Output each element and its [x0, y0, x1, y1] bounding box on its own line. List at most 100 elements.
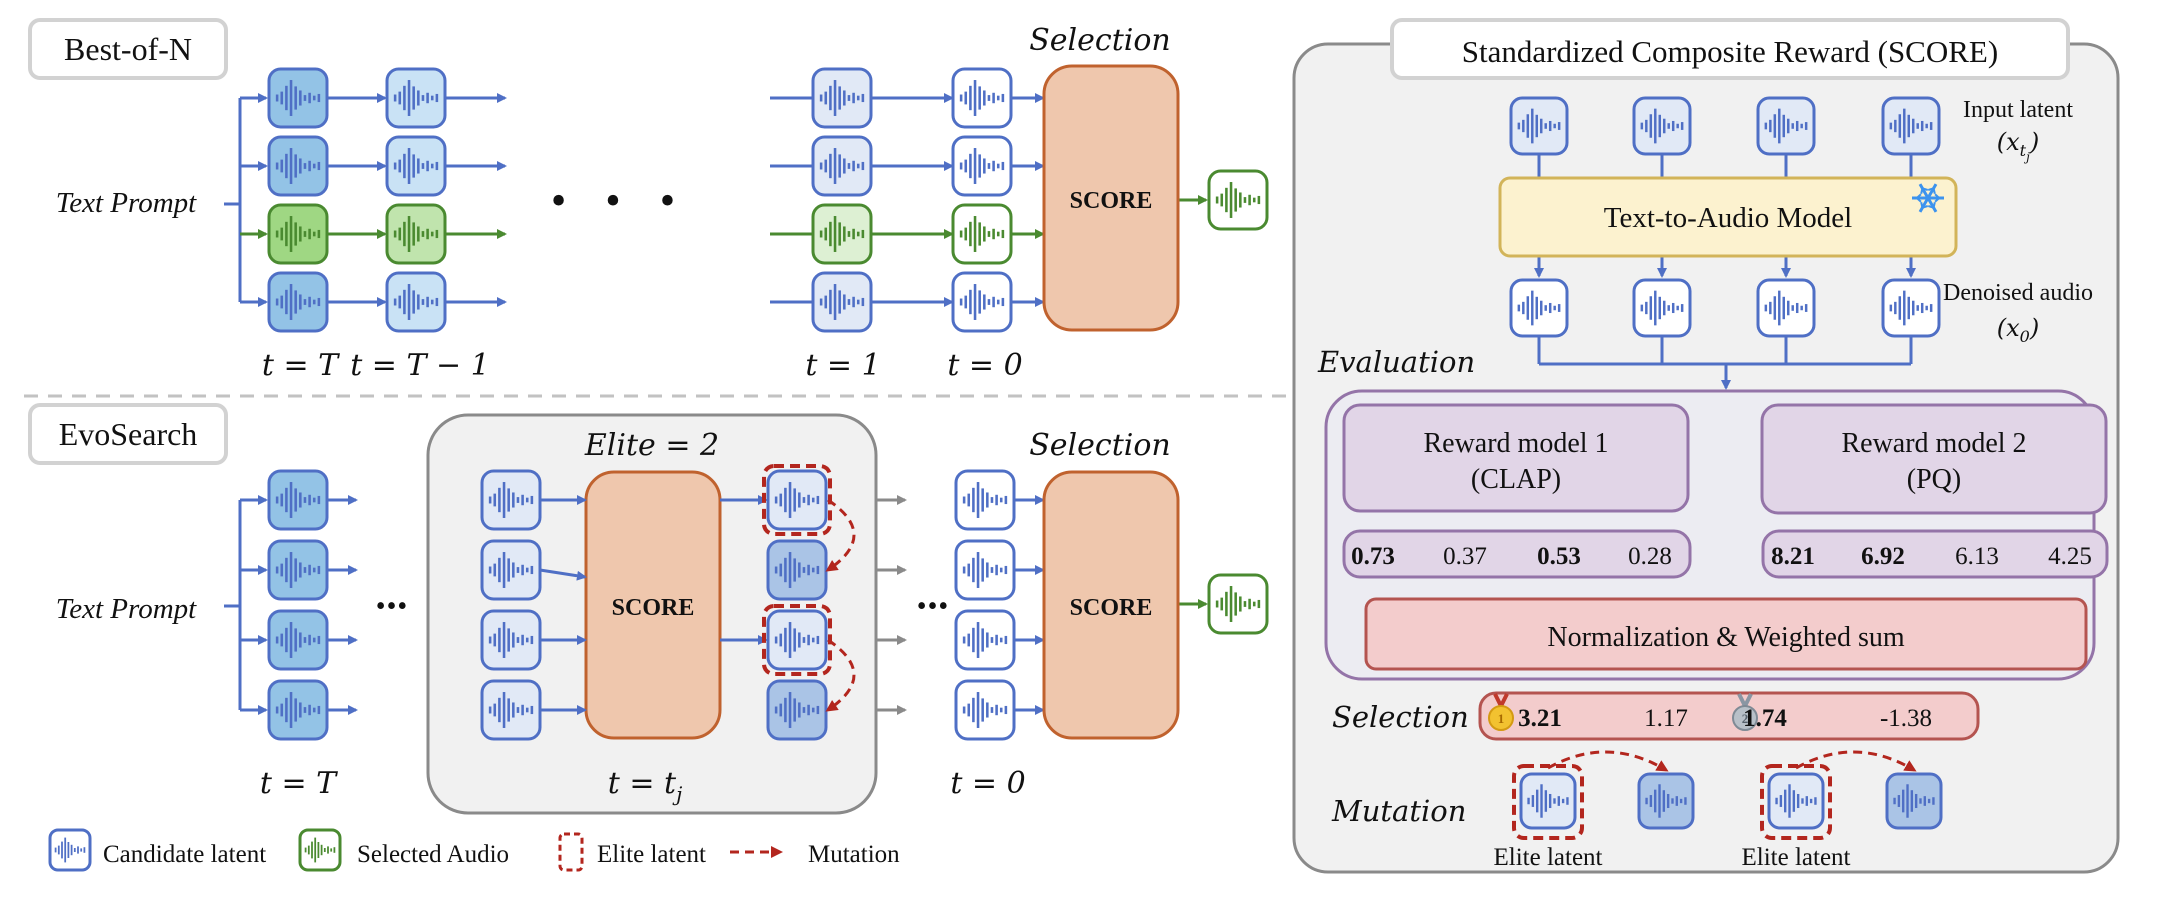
reward-model-1-name: Reward model 1: [1423, 428, 1608, 459]
candidate-latent-icon: [267, 67, 329, 129]
best-of-n-section: Best-of-N Text Prompt • • • Selection SC…: [28, 18, 1269, 383]
mutated-latent-icon: [766, 539, 828, 601]
elite-latent-marker: [1512, 764, 1584, 840]
candidate-latent-icon: [267, 469, 329, 531]
mutation-label: Mutation: [1331, 794, 1466, 828]
best-of-n-title: Best-of-N: [64, 31, 192, 67]
legend-mutation-label: Mutation: [808, 841, 900, 868]
mutated-latent-icon: [766, 679, 828, 741]
input-latent-label: Input latent: [1963, 97, 2073, 123]
evo-final-score-block: [1042, 470, 1180, 740]
evo-connection-lines: [224, 495, 1208, 715]
bon-timestep-1: t = 1: [805, 348, 880, 383]
selected-audio-icon: [951, 203, 1013, 265]
reward-score-value: 4.25: [2048, 543, 2092, 570]
evosearch-title: EvoSearch: [59, 416, 198, 452]
evo-timestep-0: t = 0: [950, 766, 1025, 801]
candidate-latent-icon: [385, 271, 447, 333]
candidate-latent-icon: [385, 135, 447, 197]
text-to-audio-model-label: Text-to-Audio Model: [1604, 202, 1852, 234]
elite-latent-marker: [1760, 764, 1832, 840]
candidate-audio-icon: [951, 67, 1013, 129]
evo-ellipsis-2: •••: [917, 591, 949, 622]
mutation-arrow: [1547, 750, 1669, 772]
composite-score-value: 1.74: [1743, 705, 1787, 732]
legend-elite-label: Elite latent: [597, 841, 706, 868]
bon-text-prompt: Text Prompt: [56, 187, 197, 219]
candidate-audio-icon: [954, 539, 1016, 601]
reward-score-value: 0.53: [1537, 543, 1581, 570]
composite-score-value: -1.38: [1880, 705, 1932, 732]
evo-inner-score-label: SCORE: [612, 595, 695, 621]
selected-latent-icon: [385, 203, 447, 265]
evo-final-score-label: SCORE: [1070, 595, 1153, 621]
selected-audio-icon: [298, 828, 342, 872]
reward-score-value: 0.37: [1443, 543, 1487, 570]
selected-audio-icon: [1207, 573, 1269, 635]
denoised-audio-icon: [1509, 278, 1569, 338]
candidate-latent-icon: [267, 609, 329, 671]
reward-model-1-block: [1342, 403, 1690, 513]
legend-candidate-label: Candidate latent: [103, 841, 266, 868]
score-selection-label: Selection: [1332, 700, 1469, 734]
bon-ellipsis: • • •: [551, 176, 689, 225]
candidate-latent-icon: [267, 271, 329, 333]
composite-score-bar: [1478, 691, 1980, 741]
bon-selection-label: Selection: [1029, 23, 1171, 58]
bon-timestep-T: t = T: [262, 348, 340, 383]
selected-audio-icon: [1207, 169, 1269, 231]
evo-ellipsis-1: •••: [376, 591, 408, 622]
bon-score-block: [1042, 64, 1180, 332]
candidate-latent-icon: [480, 679, 542, 741]
evosearch-title-box: [28, 403, 228, 465]
silver-medal-icon: 2: [1732, 693, 1758, 731]
candidate-latent-icon: [267, 679, 329, 741]
denoised-audio-symbol: (x0): [1997, 314, 2039, 346]
mutated-latent-icon: [1637, 772, 1695, 830]
composite-score-value: 3.21: [1518, 705, 1562, 732]
reward-model-2-type: (PQ): [1907, 464, 1961, 495]
input-latent-icon: [1632, 96, 1692, 156]
normalization-block: [1364, 597, 2088, 671]
candidate-audio-icon: [951, 135, 1013, 197]
candidate-latent-icon: [48, 828, 92, 872]
reward-score-value: 6.92: [1861, 543, 1905, 570]
evo-timestep-T: t = T: [260, 766, 338, 801]
elite-latent-icon: [1767, 772, 1825, 830]
elite-latent-icon: [766, 609, 828, 671]
bon-timestep-T-1: t = T − 1: [350, 348, 490, 383]
elite-latent-caption-2: Elite latent: [1742, 844, 1851, 871]
evo-latent-grid: [267, 464, 1269, 741]
elite-latent-icon: [558, 832, 584, 872]
evaluation-label: Evaluation: [1317, 345, 1475, 379]
evo-inner-score-block: [584, 470, 722, 740]
mutation-arrow: [1795, 750, 1917, 772]
evo-text-prompt: Text Prompt: [56, 593, 197, 625]
elite-count-label: Elite = 2: [584, 428, 719, 463]
reward-score-value: 0.73: [1351, 543, 1395, 570]
candidate-audio-icon: [954, 469, 1016, 531]
input-latent-symbol: (xtj): [1997, 128, 2039, 164]
reward-model-2-name: Reward model 2: [1841, 428, 2026, 459]
denoised-audio-icon: [1632, 278, 1692, 338]
legend: Candidate latent Selected Audio Elite la…: [48, 828, 900, 872]
score-panel: Standardized Composite Reward (SCORE) Te…: [1292, 18, 2120, 874]
to-score-arrow: [539, 568, 587, 581]
reward-score-value: 6.13: [1955, 543, 1999, 570]
evo-timestep-tj: t = tj: [608, 766, 683, 806]
text-to-audio-model-block: [1498, 176, 1958, 258]
best-of-n-title-box: [28, 18, 228, 80]
reward-model-1-type: (CLAP): [1471, 464, 1561, 495]
candidate-audio-icon: [951, 271, 1013, 333]
legend-selected-label: Selected Audio: [357, 841, 509, 868]
evo-selection-label: Selection: [1029, 428, 1171, 463]
selected-latent-icon: [267, 203, 329, 265]
bon-branch-lines: [224, 93, 1208, 307]
bon-latent-grid: [267, 67, 1269, 333]
normalization-label: Normalization & Weighted sum: [1547, 622, 1904, 653]
candidate-latent-icon: [811, 135, 873, 197]
candidate-latent-icon: [480, 469, 542, 531]
score-panel-title-box: [1390, 18, 2070, 80]
selected-latent-icon: [811, 203, 873, 265]
